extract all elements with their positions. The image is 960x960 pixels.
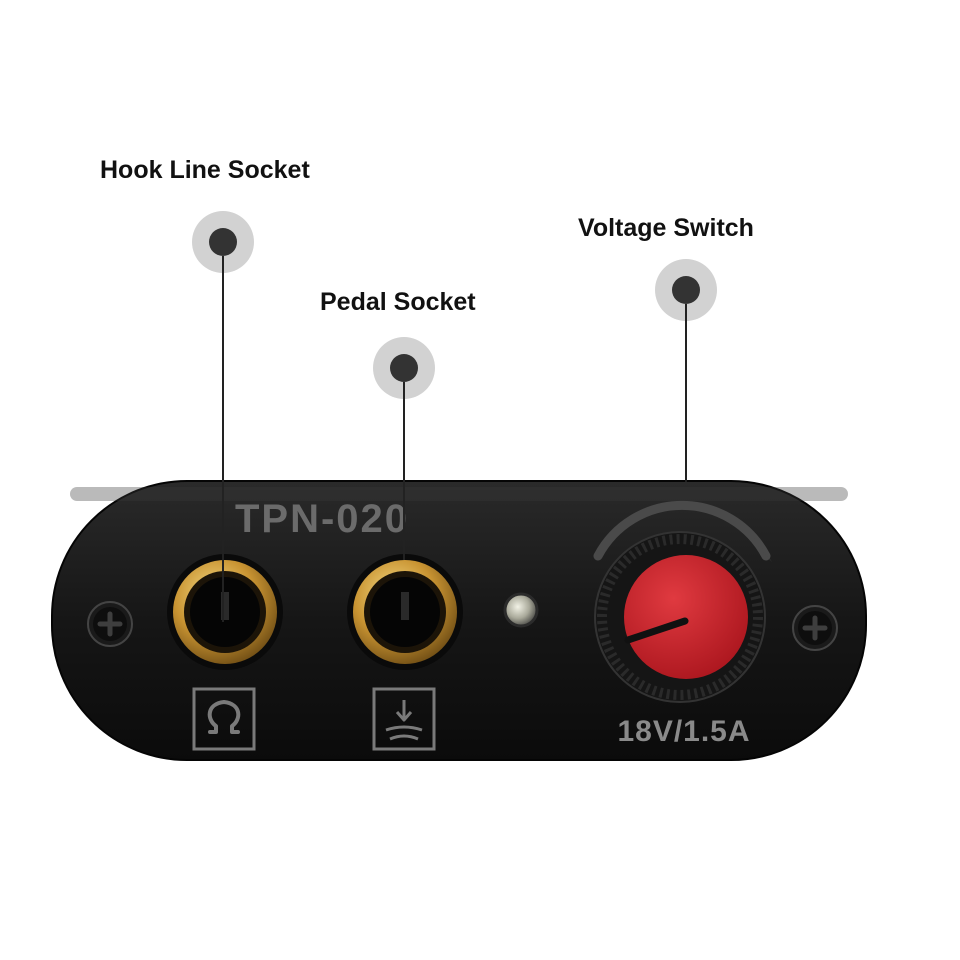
- left-screw: [87, 601, 133, 647]
- right-screw: [792, 605, 838, 651]
- model-label: TPN-020: [235, 497, 409, 541]
- knob-direction-arc: [593, 500, 771, 561]
- voltage-switch-callout-marker: [655, 259, 717, 482]
- power-led: [503, 592, 539, 628]
- headphone-omega-icon: [192, 687, 256, 751]
- pedal-download-icon: [372, 687, 436, 751]
- voltage-switch-label: Voltage Switch: [578, 214, 754, 242]
- hook-line-socket-label: Hook Line Socket: [100, 156, 310, 184]
- pedal-socket-label: Pedal Socket: [320, 288, 476, 316]
- voltage-switch-knob[interactable]: [594, 531, 766, 703]
- pedal-callout-marker: [373, 337, 435, 560]
- panel-highlight: [70, 487, 848, 501]
- hook-line-socket[interactable]: [167, 554, 283, 670]
- rating-label: 18V/1.5A: [617, 715, 750, 748]
- hook-line-callout-marker: [192, 211, 254, 622]
- pedal-socket[interactable]: [347, 554, 463, 670]
